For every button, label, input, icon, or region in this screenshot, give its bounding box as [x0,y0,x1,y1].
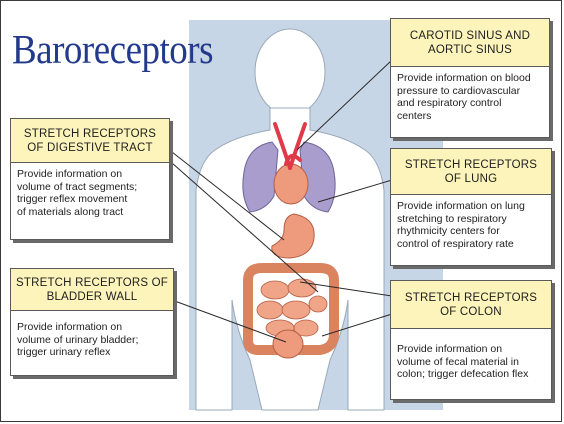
bladder-wall-box: STRETCH RECEPTORS OF BLADDER WALL Provid… [10,268,174,376]
heart [274,164,308,204]
page-title: Baroreceptors [12,26,213,74]
digestive-tract-box: STRETCH RECEPTORS OF DIGESTIVE TRACT Pro… [10,118,170,240]
digestive-tract-description: Provide information on volume of tract s… [11,163,169,218]
lung-box: STRETCH RECEPTORS OF LUNG Provide inform… [390,148,552,266]
colon-heading: STRETCH RECEPTORS OF COLON [391,281,551,329]
urinary-bladder [273,330,303,358]
lung-heading: STRETCH RECEPTORS OF LUNG [391,149,551,195]
bladder-wall-heading: STRETCH RECEPTORS OF BLADDER WALL [11,269,173,311]
carotid-sinus-box: CAROTID SINUS AND AORTIC SINUS Provide i… [390,18,550,138]
bladder-wall-description: Provide information on volume of urinary… [11,311,173,359]
colon-description: Provide information on volume of fecal m… [391,329,551,381]
digestive-tract-heading: STRETCH RECEPTORS OF DIGESTIVE TRACT [11,119,169,163]
colon-box: STRETCH RECEPTORS OF COLON Provide infor… [390,280,552,400]
carotid-sinus-description: Provide information on blood pressure to… [391,67,549,122]
carotid-sinus-heading: CAROTID SINUS AND AORTIC SINUS [391,19,549,67]
lung-description: Provide information on lung stretching t… [391,195,551,250]
